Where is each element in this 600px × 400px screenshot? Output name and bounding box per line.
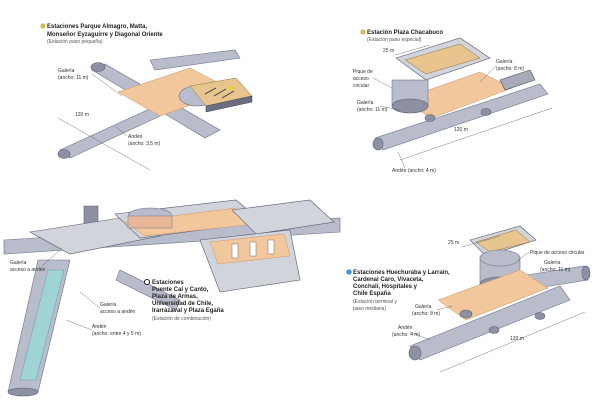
station1-escalators <box>204 86 235 99</box>
station3-title-line4: Universidad de Chile, <box>152 301 213 307</box>
station2-passage-1 <box>424 114 436 122</box>
station3-platform-tunnel-end <box>7 387 39 397</box>
station4-galeria-slab <box>437 269 549 321</box>
station1-length-dimension <box>57 117 151 171</box>
station3-title-line3: Plaza de Armas, <box>152 294 198 300</box>
station4-passage-1 <box>459 309 473 319</box>
station4-top-platform <box>475 229 531 253</box>
station2-length-label: 120 m <box>454 127 468 133</box>
station2-dim-top: 25 m <box>383 48 394 54</box>
station4-upper-tunnel-end <box>581 265 591 281</box>
station4-galeria-left-width: (ancho: 8 m) <box>412 311 440 317</box>
station4-length-dimension <box>439 311 586 373</box>
station2-pique-line1: Pique de <box>353 69 373 75</box>
station3-group: Galería acceso a andén Galería acceso a … <box>3 199 341 397</box>
station3-branch-tunnel <box>115 269 181 311</box>
station3-title-line1: Estaciones <box>152 280 184 286</box>
station1-title-line2: Monseñor Eyzaguirre y Diagonal Oriente <box>47 32 163 38</box>
station1-subtitle: (Estación paso pequeña) <box>47 39 103 45</box>
station4-dim-top: 25 m <box>448 240 459 246</box>
station4-anden-label: Andén <box>398 325 413 331</box>
station1-title-line1: Estaciones Parque Almagro, Matta, <box>47 24 147 30</box>
station2-galeria-right-width: (ancho: 8 m) <box>496 66 524 72</box>
station2-galeria-left-label: Galería <box>357 100 374 106</box>
station4-length-label: 120 m <box>510 336 524 342</box>
station3-stair-details <box>231 239 275 259</box>
station3-subtitle: (Estación de combinación) <box>152 316 211 322</box>
station1-galeria-label: Galería <box>58 68 75 74</box>
station4-title-line3: Conchalí, Hospitales y <box>353 284 418 290</box>
station1-length-label: 120 m <box>75 112 89 118</box>
station4-galeria-right-width: (ancho: 11 m) <box>540 267 571 273</box>
station2-dim-top-line <box>394 44 431 56</box>
station4-anden-width: (ancho: 4 m) <box>392 332 420 338</box>
station2-subtitle: (Estación paso especial) <box>367 37 422 43</box>
station4-passage-3 <box>534 312 546 320</box>
station4-galeria-right-label: Galería <box>544 260 561 266</box>
station2-passage-2 <box>480 108 492 116</box>
station4-pique-label: Pique de acceso circular <box>530 250 585 256</box>
station4-tunnel-end <box>408 345 422 361</box>
station3-galeria-acceso2-line2: acceso a andén <box>100 309 136 315</box>
station3-platform-tunnel-inner <box>19 269 65 381</box>
station3-title-line5: Irarrázaval y Plaza Egaña <box>152 308 224 314</box>
station3-anden-width: (ancho: entre 4 y 5 m) <box>92 331 141 337</box>
station3-anden-label: Andén <box>92 324 107 330</box>
station3-complex-right <box>231 199 335 235</box>
station1-box-side <box>205 95 253 113</box>
station4-subtitle-line2: paso mediana) <box>353 306 386 312</box>
station2-shaft-base <box>391 98 429 114</box>
station2-top-platform <box>404 43 481 75</box>
station2-title: Estación Plaza Chacabuco <box>367 30 443 36</box>
station4-passage-2 <box>488 326 500 334</box>
station1-tunnel-end-top <box>90 62 106 72</box>
station2-length-dimension <box>399 107 553 161</box>
station3-title-line2: Puente Cal y Canto, <box>152 287 209 293</box>
station3-galeria-acceso-line1: Galería <box>10 260 27 266</box>
station4-bullet <box>346 269 352 275</box>
station2-side-gallery <box>499 69 536 91</box>
station4-galeria-left-label: Galería <box>415 304 432 310</box>
station4-subtitle-line1: (Estación terminal y <box>353 299 397 305</box>
station3-galeria-acceso2-line1: Galería <box>100 302 117 308</box>
station3-complex-left <box>29 217 161 255</box>
station2-bullet <box>360 29 366 35</box>
station2-tunnel-end <box>372 137 384 151</box>
station2-group: Estación Plaza Chacabuco (Estación paso … <box>353 29 553 174</box>
station4-title-line4: Chile España <box>353 291 391 297</box>
station1-bullet <box>40 23 46 29</box>
station4-dim-top-line <box>461 235 501 248</box>
station2-pique-line3: circular <box>353 83 369 89</box>
station2-galeria-right-label: Galería <box>496 59 513 65</box>
station4-title-line2: Cardenal Caro, Vivaceta, <box>353 277 424 283</box>
station3-galeria-acceso-line2: acceso a andén <box>10 267 46 273</box>
station4-shaft-top <box>479 249 521 267</box>
station3-shaft-fill <box>127 215 173 229</box>
station1-tunnel-end-bottom <box>57 149 71 159</box>
station4-group: Estaciones Huechuraba y Larraín, Cardena… <box>346 225 591 373</box>
station1-upper-tunnel <box>149 49 241 71</box>
station1-anden-width: (ancho: 3,5 m) <box>128 141 161 147</box>
station1-group: Estaciones Parque Almagro, Matta, Monseñ… <box>40 23 253 171</box>
station2-pique-line2: acceso <box>353 76 369 82</box>
station4-title-line1: Estaciones Huechuraba y Larraín, <box>353 270 450 276</box>
station2-anden-label: Andén (ancho: 4 m) <box>392 168 436 174</box>
station3-bullet <box>143 278 151 286</box>
station2-galeria-left-width: (ancho: 11 m) <box>357 107 388 113</box>
station1-galeria-width: (ancho: 11 m) <box>58 75 89 81</box>
station1-anden-label: Andén <box>128 134 143 140</box>
